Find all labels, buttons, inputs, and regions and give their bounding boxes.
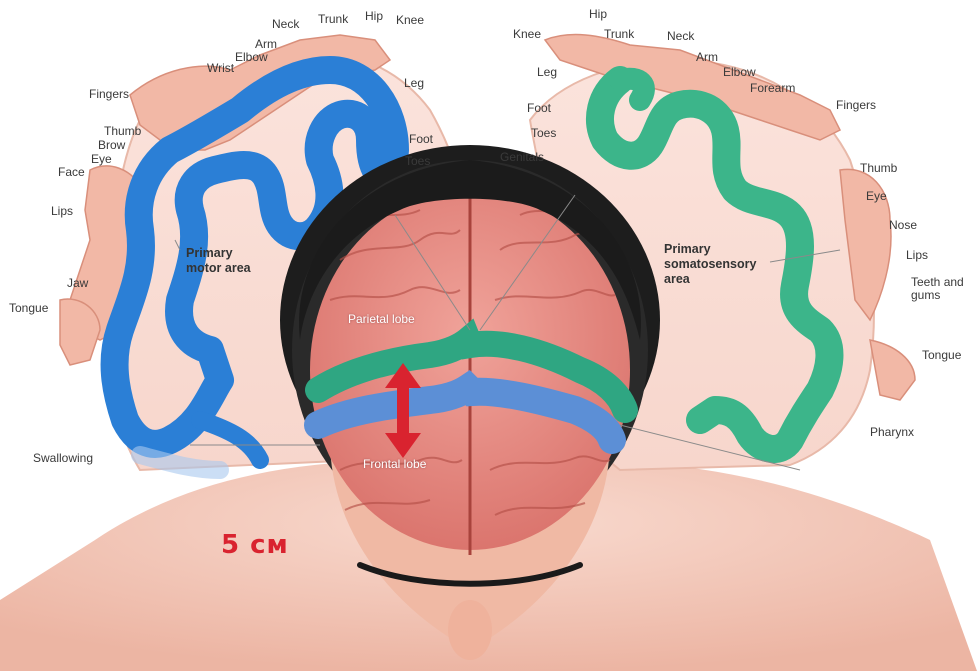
motor-label-elbow: Elbow (235, 51, 268, 64)
measurement-label: 5 см (221, 530, 289, 560)
sensory-label-eye: Eye (866, 190, 887, 203)
motor-label-knee: Knee (396, 14, 424, 27)
parietal-lobe-label: Parietal lobe (348, 312, 415, 326)
motor-label-fingers: Fingers (89, 88, 129, 101)
sensory-label-tongue: Tongue (922, 349, 961, 362)
motor-label-jaw: Jaw (67, 277, 88, 290)
motor-label-hip: Hip (365, 10, 383, 23)
motor-label-face: Face (58, 166, 85, 179)
motor-label-swallowing: Swallowing (33, 452, 93, 465)
sensory-label-fingers: Fingers (836, 99, 876, 112)
motor-label-trunk: Trunk (318, 13, 348, 26)
sensory-label-teeth-gums: Teeth and gums (911, 276, 964, 302)
sensory-label-elbow: Elbow (723, 66, 756, 79)
frontal-lobe-label: Frontal lobe (363, 457, 426, 471)
motor-label-brow: Brow (98, 139, 125, 152)
motor-label-wrist: Wrist (207, 62, 234, 75)
sensory-label-knee: Knee (513, 28, 541, 41)
sensory-area-title: Primary somatosensory area (664, 242, 756, 287)
sensory-label-forearm: Forearm (750, 82, 795, 95)
sensory-label-lips: Lips (906, 249, 928, 262)
sensory-label-neck: Neck (667, 30, 694, 43)
motor-label-tongue: Tongue (9, 302, 48, 315)
sensory-label-genitals: Genitals (500, 151, 544, 164)
sensory-label-pharynx: Pharynx (870, 426, 914, 439)
motor-label-thumb: Thumb (104, 125, 141, 138)
motor-label-neck: Neck (272, 18, 299, 31)
motor-label-toes: Toes (405, 155, 430, 168)
motor-label-lips: Lips (51, 205, 73, 218)
sensory-label-thumb: Thumb (860, 162, 897, 175)
sensory-label-foot: Foot (527, 102, 551, 115)
sensory-label-toes: Toes (531, 127, 556, 140)
motor-label-foot: Foot (409, 133, 433, 146)
motor-area-title: Primary motor area (186, 246, 251, 276)
sensory-label-arm: Arm (696, 51, 718, 64)
sensory-label-nose: Nose (889, 219, 917, 232)
sensory-label-leg: Leg (537, 66, 557, 79)
sensory-label-hip: Hip (589, 8, 607, 21)
sensory-label-trunk: Trunk (604, 28, 634, 41)
motor-label-eye: Eye (91, 153, 112, 166)
motor-label-leg: Leg (404, 77, 424, 90)
